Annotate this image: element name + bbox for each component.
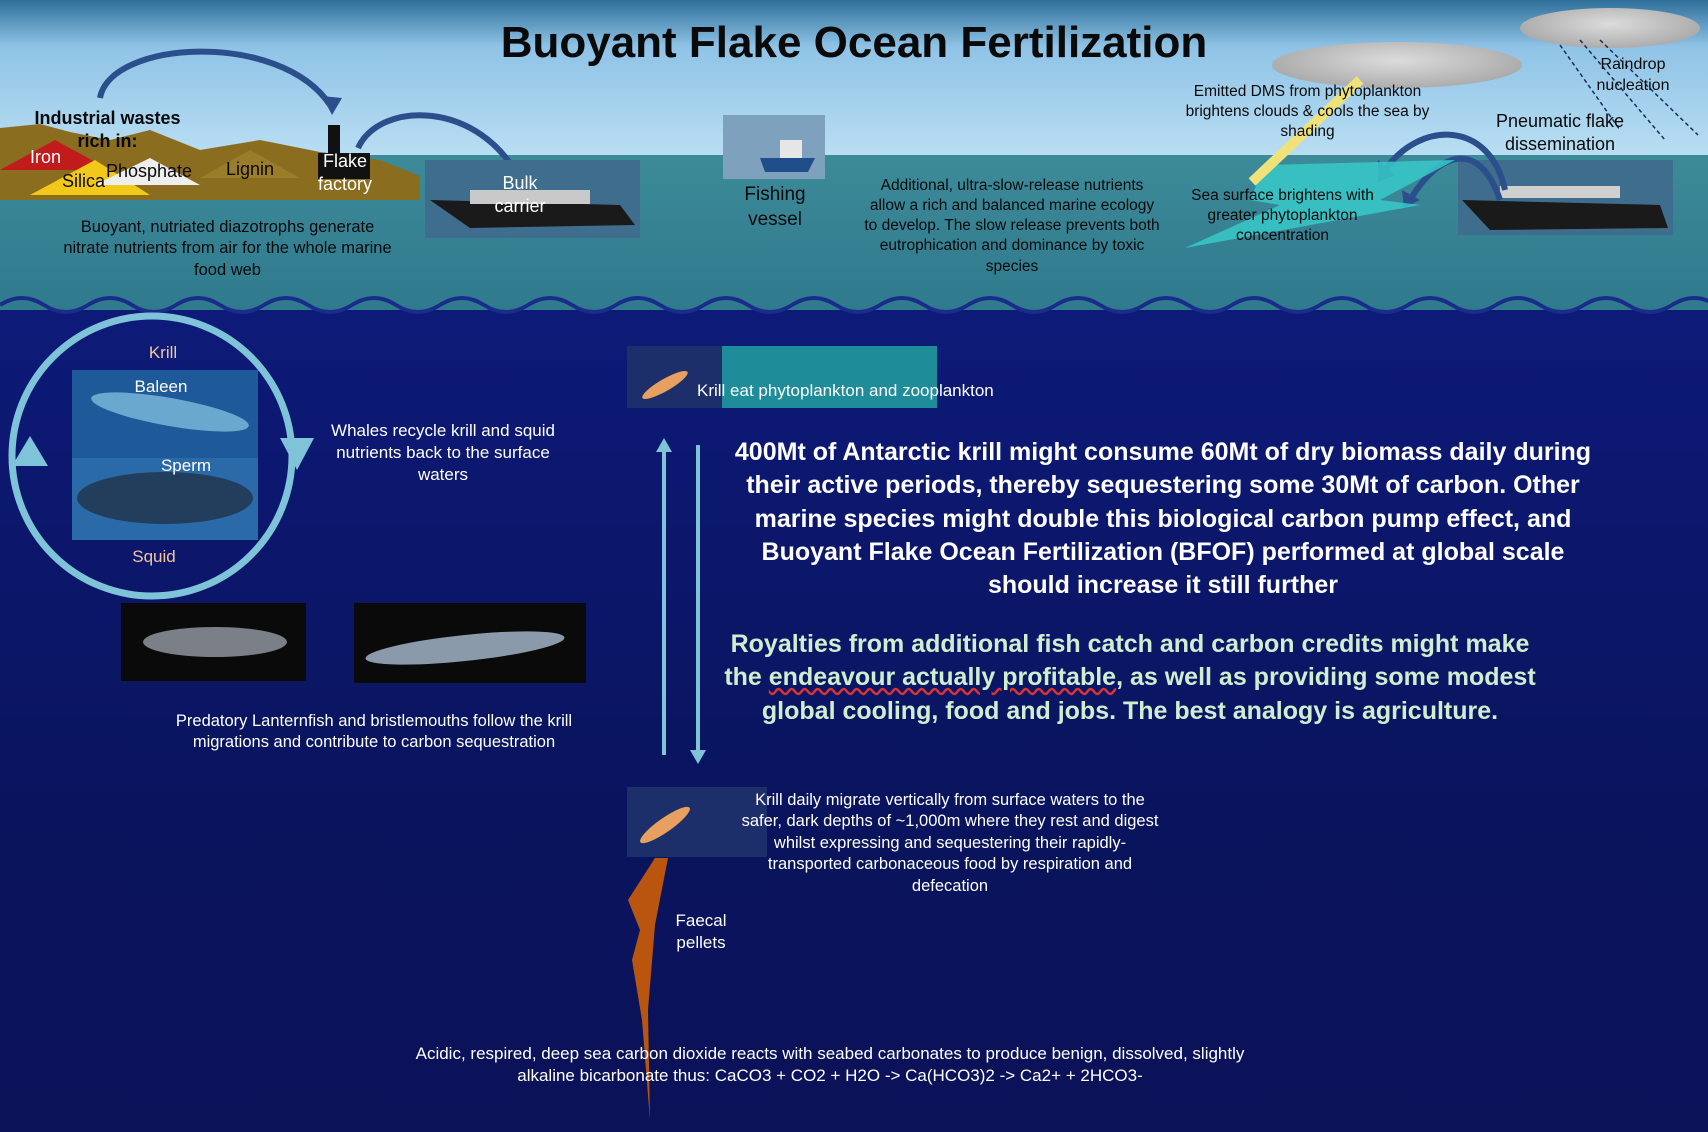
sperm-label: Sperm	[160, 456, 212, 475]
flake-factory-label: Flake factory	[317, 151, 373, 195]
raindrop-line-1	[1579, 39, 1666, 141]
factory-chimney	[328, 125, 340, 155]
bulk-carrier-deck	[470, 190, 590, 204]
krill-ring-label: Krill	[148, 343, 178, 362]
raindrop-line-2	[1599, 39, 1699, 136]
krill-eat-text: Krill eat phytoplankton and zooplankton	[697, 381, 994, 400]
sperm-whale-shape	[77, 472, 253, 524]
ring-arrow-left	[12, 436, 48, 466]
pneumatic-ship-hull	[1462, 200, 1668, 230]
squid-label: Squid	[132, 547, 176, 566]
fishing-vessel-hull	[760, 158, 815, 172]
predatory-text: Predatory Lanternfish and bristlemouths …	[175, 712, 573, 752]
royalties-part-3: , as well as providing some modest globa…	[761, 663, 1536, 725]
pneumatic-text: Pneumatic flake dissemination	[1495, 111, 1625, 155]
brighten-lightning	[1185, 160, 1455, 248]
bulk-carrier-hull	[430, 200, 635, 228]
industrial-wastes-label: Industrial wastes rich in:	[34, 108, 181, 152]
krill-shape-top	[642, 371, 688, 399]
raindrop-line-3	[1559, 44, 1621, 131]
dms-cloud	[1272, 42, 1522, 88]
iron-mountain	[0, 140, 110, 170]
whales-recycle-text: Whales recycle krill and squid nutrients…	[331, 421, 555, 485]
main-carbon-text: 400Mt of Antarctic krill might consume 6…	[734, 438, 1592, 599]
mineral-silica: Silica	[62, 171, 106, 191]
diazotrophs-text: Buoyant, nutriated diazotrophs generate …	[63, 218, 392, 279]
fishing-vessel-label: Fishing vessel	[744, 184, 806, 230]
faecal-pellets-stream	[628, 858, 668, 1120]
fishing-vessel-cabin	[780, 140, 802, 158]
lignin-mountain	[200, 150, 300, 178]
krill-photo-bottom	[627, 787, 767, 857]
ring-arrow-right	[280, 438, 314, 470]
curve-arrow-wastes	[97, 48, 333, 107]
phytoplankton-photo	[722, 346, 937, 408]
bulk-carrier-label: Bulk carrier	[494, 173, 546, 217]
royalties-part-1: Royalties from additional fish catch and…	[724, 630, 1530, 692]
down-arrow-head	[690, 750, 706, 764]
deep-sea-background	[0, 310, 1708, 1132]
raindrop-text: Raindrop nucleation	[1596, 56, 1670, 94]
mineral-phosphate: Phosphate	[106, 161, 193, 181]
faecal-pellets-label: Faecal pellets	[675, 911, 727, 953]
dms-sunbeam	[1248, 76, 1364, 186]
wave-line	[0, 296, 1708, 314]
pneumatic-ship-deck	[1500, 186, 1620, 198]
acidic-text: Acidic, respired, deep sea carbon dioxid…	[415, 1044, 1245, 1086]
curve-arrow-wastes-head	[322, 96, 342, 115]
up-arrow-head	[656, 438, 672, 452]
sea-brightens-text: Sea surface brightens with greater phyto…	[1191, 187, 1374, 245]
lanternfish-shape	[143, 627, 287, 657]
rain-cloud	[1520, 8, 1700, 48]
mineral-iron: Iron	[30, 147, 62, 167]
bristlemouth-shape	[365, 631, 565, 665]
curve-arrow-factory	[355, 112, 523, 182]
pneumatic-arrow-2	[1407, 155, 1503, 202]
royalties-part-2: endeavour actually profitable	[768, 663, 1117, 692]
silica-mountain	[30, 160, 150, 195]
dms-text: Emitted DMS from phytoplankton brightens…	[1185, 83, 1430, 141]
mineral-lignin: Lignin	[226, 159, 275, 179]
factory-building	[318, 153, 370, 179]
baleen-whale-shape	[91, 392, 249, 432]
krill-shape-bottom	[640, 806, 690, 844]
royalties-text: Royalties from additional fish catch and…	[710, 628, 1550, 728]
pneumatic-arrow-1	[1382, 131, 1508, 191]
krill-migrate-text: Krill daily migrate vertically from surf…	[741, 791, 1159, 895]
phosphate-mountain	[95, 158, 200, 185]
page-title: Buoyant Flake Ocean Fertilization	[500, 18, 1208, 67]
baleen-label: Baleen	[134, 377, 188, 396]
slow-release-text: Additional, ultra-slow-release nutrients…	[864, 177, 1160, 275]
